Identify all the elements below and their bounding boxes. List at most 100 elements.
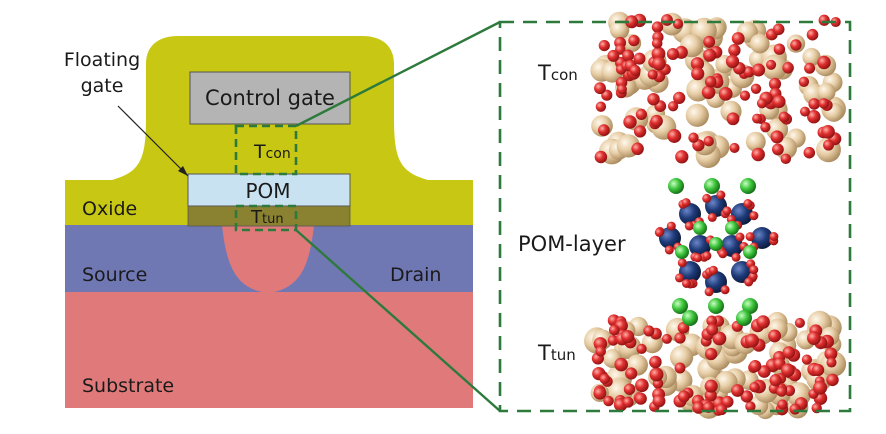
zoom-connector-bottom bbox=[295, 229, 501, 412]
counterion-atom bbox=[675, 245, 689, 259]
oxygen-atom bbox=[608, 324, 620, 336]
oxygen-atom bbox=[603, 395, 614, 407]
oxygen-atom bbox=[789, 403, 801, 415]
drain-region bbox=[274, 225, 473, 292]
oxygen-atom bbox=[807, 331, 821, 345]
oxygen-atom bbox=[749, 381, 760, 393]
oxygen-atom bbox=[808, 98, 820, 110]
oxygen-atom bbox=[625, 367, 638, 380]
floating-gate-pointer bbox=[117, 105, 189, 177]
oxygen-atom bbox=[704, 379, 718, 393]
oxygen-atom bbox=[704, 389, 717, 402]
oxygen-atom bbox=[813, 380, 828, 395]
oxygen-atom bbox=[716, 403, 728, 416]
oxygen-atom bbox=[633, 52, 646, 65]
control-gate bbox=[189, 71, 351, 125]
oxygen-atom bbox=[702, 251, 712, 261]
oxygen-atom bbox=[757, 365, 771, 378]
counterion-atom bbox=[742, 298, 758, 314]
oxygen-atom bbox=[704, 75, 717, 88]
oxygen-atom bbox=[770, 130, 784, 144]
oxygen-atom bbox=[768, 77, 782, 91]
source-label: Source bbox=[82, 264, 147, 286]
oxygen-atom bbox=[751, 147, 765, 162]
oxygen-atom bbox=[807, 109, 821, 124]
oxygen-atom bbox=[594, 82, 606, 95]
counterion-atom bbox=[668, 178, 684, 194]
oxygen-atom bbox=[826, 357, 837, 368]
oxygen-atom bbox=[798, 76, 810, 87]
oxygen-atom bbox=[743, 199, 753, 208]
oxygen-atom bbox=[745, 232, 755, 242]
oxygen-atom bbox=[826, 373, 839, 387]
oxygen-atom bbox=[725, 54, 740, 69]
counterion-atom bbox=[740, 178, 756, 194]
oxygen-atom bbox=[721, 395, 734, 408]
tcon-label: Tcon bbox=[253, 141, 291, 163]
silicon-atom bbox=[817, 82, 836, 102]
counterion-atom bbox=[704, 178, 720, 194]
oxygen-atom bbox=[811, 363, 825, 377]
oxygen-atom bbox=[818, 98, 830, 109]
oxide-label: Oxide bbox=[82, 198, 137, 220]
oxygen-atom bbox=[598, 124, 610, 136]
oxygen-atom bbox=[614, 357, 628, 372]
oxygen-atom bbox=[661, 333, 672, 344]
silicon-atom bbox=[745, 131, 766, 152]
zoom-box-ttun bbox=[234, 204, 298, 232]
oxygen-atom bbox=[666, 221, 676, 231]
oxygen-atom bbox=[682, 279, 691, 288]
counterion-atom bbox=[709, 237, 723, 251]
oxygen-atom bbox=[661, 14, 673, 26]
oxygen-atom bbox=[823, 139, 834, 151]
oxygen-atom bbox=[773, 43, 786, 55]
counterion-atom bbox=[682, 310, 698, 326]
oxygen-atom bbox=[752, 113, 763, 124]
oxygen-atom bbox=[772, 23, 785, 36]
oxygen-atom bbox=[595, 346, 606, 357]
oxygen-atom bbox=[799, 106, 811, 117]
oxygen-atom bbox=[704, 287, 714, 297]
oxygen-atom bbox=[635, 108, 647, 120]
oxygen-atom bbox=[818, 14, 830, 26]
oxygen-atom bbox=[629, 64, 641, 76]
oxygen-atom bbox=[616, 84, 627, 95]
oxygen-atom bbox=[782, 346, 796, 359]
oxygen-atom bbox=[706, 315, 718, 327]
oxygen-atom bbox=[801, 354, 813, 365]
atomic-tcon-label: Tcon bbox=[537, 61, 578, 85]
drain-label: Drain bbox=[390, 264, 441, 286]
oxygen-atom bbox=[625, 15, 639, 29]
oxygen-atom bbox=[649, 355, 662, 369]
counterion-atom bbox=[693, 221, 707, 235]
oxygen-atom bbox=[674, 362, 686, 374]
oxygen-atom bbox=[777, 399, 788, 410]
oxygen-atom bbox=[634, 392, 647, 405]
oxygen-atom bbox=[756, 98, 768, 109]
oxygen-atom bbox=[703, 135, 714, 147]
oxygen-atom bbox=[649, 367, 664, 382]
counterion-atom bbox=[725, 221, 739, 235]
pom-label: POM bbox=[245, 179, 290, 203]
control-gate-label: Control gate bbox=[205, 86, 335, 110]
oxygen-atom bbox=[745, 401, 756, 412]
oxygen-atom bbox=[651, 46, 666, 61]
oxygen-atom bbox=[794, 317, 805, 328]
oxygen-atom bbox=[598, 40, 610, 52]
oxygen-atom bbox=[651, 21, 664, 33]
oxygen-atom bbox=[712, 331, 727, 346]
oxygen-atom bbox=[652, 394, 666, 408]
counterion-atom bbox=[743, 245, 757, 259]
oxygen-atom bbox=[745, 333, 759, 348]
silicon-atom bbox=[749, 33, 770, 54]
oxygen-atom bbox=[729, 142, 740, 153]
oxygen-atom bbox=[749, 211, 759, 221]
oxygen-atom bbox=[782, 62, 794, 74]
oxygen-atom bbox=[684, 221, 694, 231]
oxygen-atom bbox=[674, 332, 686, 344]
oxygen-atom bbox=[688, 132, 699, 143]
source-region bbox=[65, 225, 262, 292]
oxygen-atom bbox=[677, 390, 690, 403]
oxygen-atom bbox=[691, 67, 705, 81]
